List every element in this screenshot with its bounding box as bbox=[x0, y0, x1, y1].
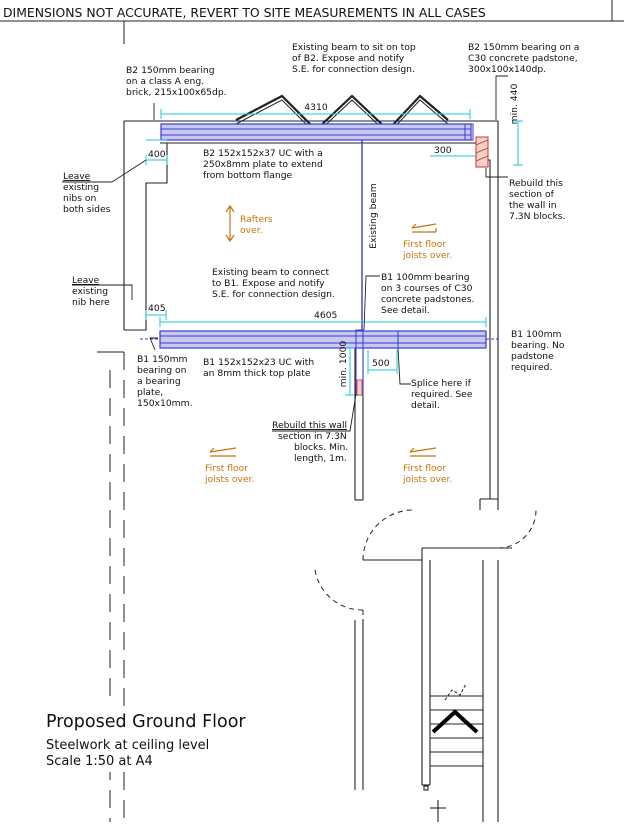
dim-min-1000 bbox=[345, 347, 355, 396]
dim-min-1000-label: min. 1000 bbox=[338, 341, 349, 388]
beam-b2 bbox=[160, 123, 474, 141]
joists-arrow-icon-upper bbox=[411, 223, 437, 233]
note-b1-padstones: B1 100mm bearing on 3 courses of C30 con… bbox=[381, 272, 477, 316]
joists-arrow-icon-lower-right bbox=[409, 447, 437, 457]
note-b1-spec: B1 152x152x23 UC with an 8mm thick top p… bbox=[203, 357, 317, 379]
note-ff-joists-lower-left: First floor joists over. bbox=[204, 463, 254, 485]
b1-span-dimension bbox=[159, 317, 487, 327]
note-rebuild-right: Rebuild this section of the wall in 7.3N… bbox=[509, 178, 566, 222]
dim-min-440 bbox=[513, 120, 523, 166]
dim-400-label: 400 bbox=[148, 149, 166, 160]
leader-lines bbox=[62, 75, 508, 432]
note-b1-left-bearing: B1 150mm bearing on a bearing plate, 150… bbox=[137, 354, 192, 409]
dim-500 bbox=[367, 350, 398, 374]
b2-span-label: 4310 bbox=[304, 102, 328, 113]
dim-300-label: 300 bbox=[434, 145, 452, 156]
rafters-arrow-icon bbox=[225, 204, 235, 243]
note-leave-nib: Leave existing nib here bbox=[72, 275, 111, 308]
note-existing-beam-b2: Existing beam to sit on top of B2. Expos… bbox=[292, 42, 419, 75]
dim-500-label: 500 bbox=[372, 358, 390, 369]
drawing-scale: Scale 1:50 at A4 bbox=[46, 754, 153, 769]
note-existing-beam-b1: Existing beam to connect to B1. Expose a… bbox=[212, 267, 335, 300]
note-leave-nibs: Leave existing nibs on both sides bbox=[63, 171, 111, 215]
b1-span-label: 4605 bbox=[314, 310, 338, 321]
note-rebuild-wall: Rebuild this wall section in 7.3N blocks… bbox=[272, 420, 351, 464]
note-b2-left-bearing: B2 150mm bearing on a class A eng. brick… bbox=[126, 65, 227, 98]
note-b2-spec: B2 152x152x37 UC with a 250x8mm plate to… bbox=[203, 148, 326, 181]
note-splice: Splice here if required. See detail. bbox=[411, 378, 475, 411]
dim-min-440-label: min. 440 bbox=[509, 83, 520, 124]
door-swings bbox=[314, 509, 537, 620]
joists-arrow-icon-lower-left bbox=[209, 447, 237, 457]
rafter-zigzag bbox=[235, 94, 449, 132]
note-ff-joists-upper-right: First floor joists over. bbox=[402, 239, 452, 261]
stair bbox=[430, 683, 483, 767]
note-b2-right-bearing: B2 150mm bearing on a C30 concrete padst… bbox=[468, 42, 582, 75]
note-ff-joists-lower-right: First floor joists over. bbox=[402, 463, 452, 485]
note-existing-beam-vertical: Existing beam bbox=[368, 183, 379, 248]
dimensions-warning: DIMENSIONS NOT ACCURATE, REVERT TO SITE … bbox=[3, 5, 486, 20]
walls bbox=[123, 120, 512, 822]
dim-405 bbox=[145, 310, 167, 320]
note-rafters: Rafters over. bbox=[240, 214, 276, 236]
b2-span-dimension bbox=[160, 109, 471, 119]
dim-405-label: 405 bbox=[148, 303, 166, 314]
beam-b1 bbox=[140, 330, 500, 349]
drawing-title: Proposed Ground Floor bbox=[46, 712, 246, 732]
note-b1-right-bearing: B1 100mm bearing. No padstone required. bbox=[511, 329, 567, 373]
drawing-subtitle: Steelwork at ceiling level bbox=[46, 738, 209, 753]
